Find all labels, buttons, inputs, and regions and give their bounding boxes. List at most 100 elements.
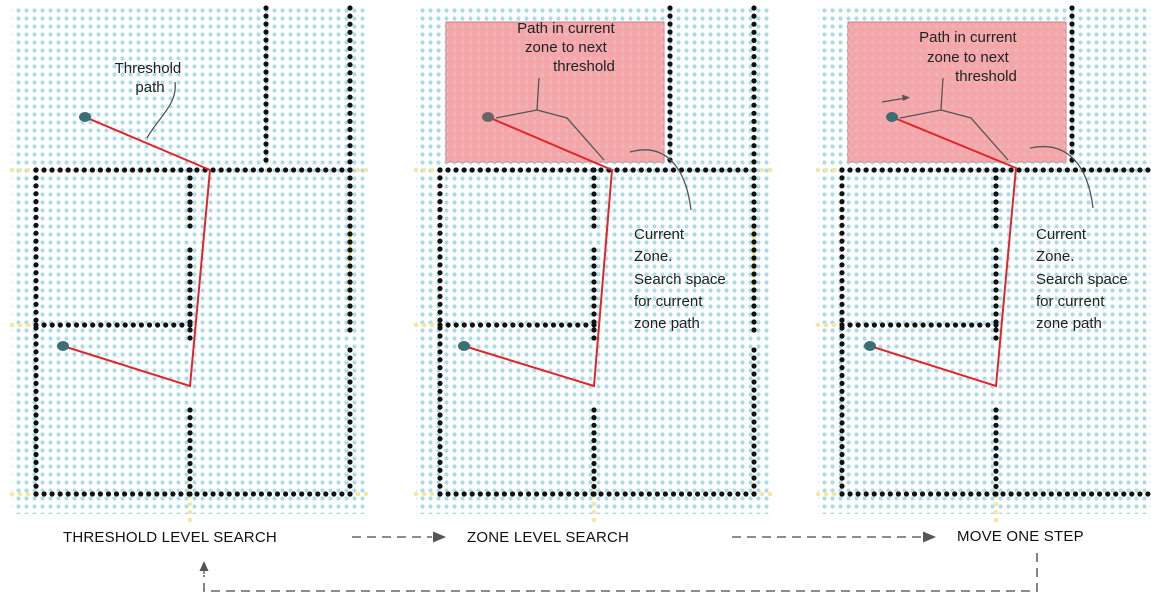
wall-dot [234,491,240,497]
wall-dot [993,415,999,421]
wall-dot [993,303,999,309]
wall-dot [437,444,443,450]
wall-dot [582,167,588,173]
wall-dot [1048,491,1054,497]
zone-path-label-line-2: zone to next [525,39,608,56]
wall-dot [347,199,353,205]
wall-dot [347,13,353,19]
wall-dot [912,322,918,328]
wall-dot [347,327,353,333]
wall-dot [977,322,983,328]
wall-dot [33,365,39,371]
wall-dot [839,475,845,481]
wall-dot [187,191,193,197]
wall-dot [863,491,869,497]
wall-dot [751,255,757,261]
wall-dot [591,430,597,436]
doorway-dot [363,167,369,173]
wall-dot [347,295,353,301]
wall-dot [598,491,604,497]
wall-dot [57,491,63,497]
wall-dot [122,322,128,328]
wall-dot [437,357,443,363]
dashed-loop-back-arrow-icon [199,553,1038,592]
wall-dot [667,93,673,99]
wall-dot [662,491,668,497]
zone-path-label-line-3: threshold [955,68,1017,85]
wall-dot [347,467,353,473]
current-zone-annotation-line [1029,145,1094,209]
wall-dot [33,301,39,307]
wall-dot [347,191,353,197]
wall-dot [33,214,39,220]
wall-dot [751,102,757,108]
wall-dot [952,322,959,328]
wall-dot [146,491,152,497]
wall-dot [437,483,443,489]
wall-dot [461,167,467,173]
wall-dot [1072,167,1079,173]
wall-dot [1000,491,1006,497]
wall-dot [437,285,443,292]
wall-dot [751,126,757,133]
wall-dot [1129,491,1135,497]
wall-dot [904,322,910,328]
wall-dot [187,271,193,277]
wall-dot [178,167,184,173]
wall-dot [347,459,353,465]
wall-dot [226,167,232,173]
wall-dot [263,93,269,99]
wall-dot [550,491,556,497]
wall-dot [41,322,47,328]
wall-dot [33,459,39,465]
doorway-dot [25,322,31,328]
wall-dot [57,167,63,173]
wall-dot [73,491,79,497]
wall-dot [33,467,39,473]
wall-dot [106,322,112,328]
wall-dot [97,167,103,173]
wall-dot [591,199,597,205]
wall-dot [187,215,193,221]
wall-dot [591,327,597,333]
wall-dot [667,13,673,19]
wall-dot [993,322,999,328]
wall-dot [187,223,193,229]
wall-dot [266,167,273,173]
wall-dot [347,263,353,269]
wall-dot [839,183,845,189]
wall-dot [591,335,597,341]
wall-dot [839,322,845,328]
wall-dot [969,322,975,328]
doorway-dot [355,167,361,173]
wall-dot [226,491,232,497]
wall-dot [299,167,305,173]
wall-dot [187,263,193,269]
wall-dot [1089,167,1095,173]
wall-dot [263,21,269,27]
wall-dot [879,322,886,328]
wall-dot [993,191,999,197]
wall-dot [1040,491,1046,497]
wall-dot [751,70,757,76]
wall-dot [437,254,443,260]
wall-dot [863,322,869,328]
wall-dot [839,341,845,347]
wall-dot [347,451,353,457]
wall-dot [944,322,950,328]
wall-dot [993,207,999,213]
wall-dot [437,183,443,189]
wall-dot [146,167,152,173]
threshold-path [463,116,614,388]
wall-dot [33,420,39,426]
wall-dot [263,109,269,115]
doorway-dot [831,322,837,328]
wall-dot [179,322,185,328]
wall-dot [33,262,39,268]
wall-dot [347,483,353,489]
wall-dot [65,491,71,497]
wall-dot [839,309,845,315]
doorway-dot [993,517,999,523]
dashed-arrow-right-icon [732,531,936,543]
current-zone-label-line-1: Current [1036,226,1087,243]
